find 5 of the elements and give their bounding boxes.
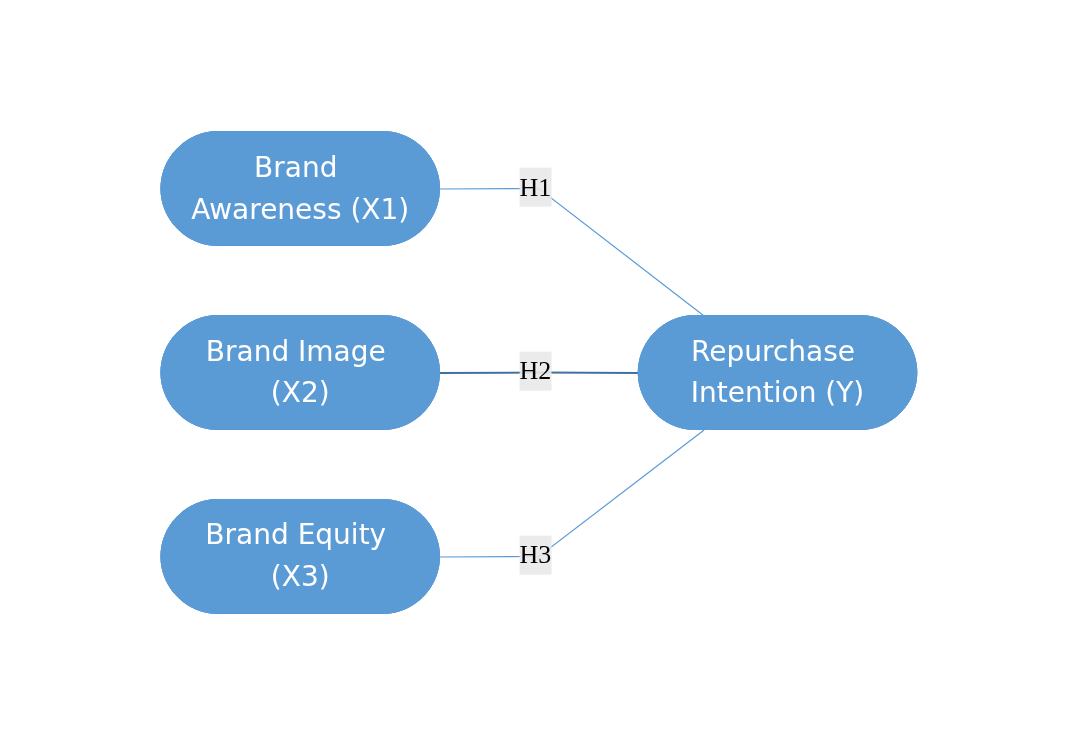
connector bbox=[439, 187, 705, 317]
edge-label: H3 bbox=[519, 540, 552, 570]
edge-label: H1 bbox=[519, 172, 552, 202]
edge-label: H2 bbox=[519, 356, 552, 386]
connector bbox=[439, 429, 705, 558]
